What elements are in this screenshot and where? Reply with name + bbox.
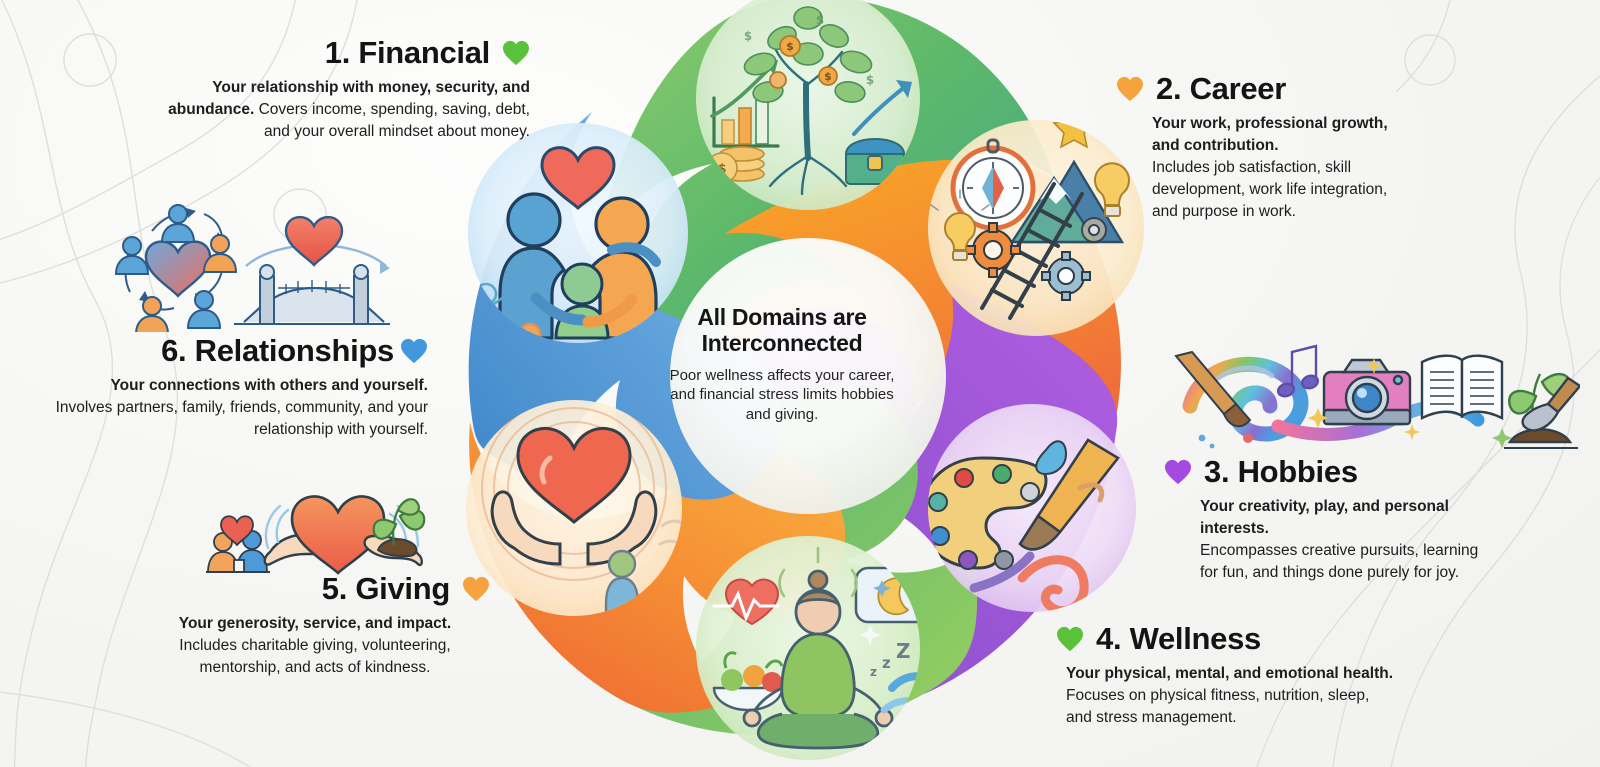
domain-heading-giving: 5. Giving [140, 571, 490, 606]
paintbrush-camera-book-trowel-illustration [1174, 344, 1580, 449]
domain-block-wellness: 4. Wellness Your physical, mental, and e… [1056, 621, 1396, 729]
domain-desc-giving: Your generosity, service, and impact. Inc… [140, 613, 490, 679]
bubble-wellness: Z z z [696, 536, 920, 760]
blue-heart-icon [401, 338, 427, 364]
orange-heart-icon [463, 576, 489, 602]
domain-title-financial: 1. Financial [324, 35, 491, 70]
svg-text:$: $ [816, 13, 824, 27]
svg-text:Z: Z [896, 639, 911, 663]
money-tree-icon: $ $ $ $ $ $ [706, 6, 912, 196]
center-title: All Domains are Interconnected [697, 304, 867, 356]
domain-block-hobbies: 3. Hobbies Your creativity, play, and pe… [1164, 454, 1494, 584]
bubble-financial: $ $ $ $ $ $ [696, 0, 920, 210]
domain-lead-financial: Your relationship with money, security, … [168, 79, 530, 119]
people-network-bridge-illustration [114, 204, 390, 332]
domain-desc-financial: Your relationship with money, security, … [150, 77, 530, 143]
bubble-hobbies [928, 404, 1136, 612]
domain-rest-giving: Includes charitable giving, volunteering… [179, 637, 451, 677]
orange-heart-icon [1117, 76, 1143, 102]
domain-desc-hobbies: Your creativity, play, and personal inte… [1200, 496, 1500, 584]
compass-ladder-mountain-icon [930, 120, 1130, 320]
domain-lead-wellness: Your physical, mental, and emotional hea… [1066, 665, 1393, 683]
bubble-giving [466, 400, 682, 616]
domain-block-career: 2. Career Your work, professional growth… [1116, 71, 1416, 223]
domain-heading-financial: 1. Financial [150, 35, 530, 70]
domain-lead-relationships: Your connections with others and yoursel… [110, 377, 428, 395]
domain-rest-career: Includes job satisfaction, skill develop… [1152, 159, 1388, 221]
domain-heading-hobbies: 3. Hobbies [1164, 454, 1494, 489]
svg-text:$: $ [717, 162, 726, 177]
family-embrace-heart-icon [470, 146, 661, 343]
bubble-career [928, 120, 1144, 336]
domain-heading-career: 2. Career [1116, 71, 1416, 106]
center-subtitle: Poor wellness affects your career, and f… [669, 366, 895, 424]
domain-title-hobbies: 3. Hobbies [1204, 454, 1358, 489]
hands-heart-sprout-illustration [206, 495, 426, 575]
green-heart-icon [1057, 626, 1083, 652]
domain-desc-career: Your work, professional growth, and cont… [1152, 113, 1414, 223]
domain-lead-giving: Your generosity, service, and impact. [178, 615, 452, 633]
domain-lead-hobbies: Your creativity, play, and personal inte… [1200, 498, 1449, 538]
bubble-relationships [468, 123, 688, 343]
center-caption: All Domains are Interconnected Poor well… [668, 304, 896, 425]
domain-desc-relationships: Your connections with others and yoursel… [48, 375, 428, 441]
svg-text:z: z [870, 665, 877, 679]
domain-block-giving: 5. Giving Your generosity, service, and … [140, 571, 490, 679]
svg-text:$: $ [824, 70, 832, 83]
domain-rest-relationships: Involves partners, family, friends, comm… [55, 399, 428, 439]
green-heart-icon [503, 40, 529, 66]
paint-palette-brush-icon [928, 438, 1120, 612]
wheel-core [670, 238, 946, 514]
svg-text:$: $ [744, 29, 752, 43]
interconnected-domains-wheel: $ $ $ $ $ $ [466, 0, 1144, 760]
domain-title-wellness: 4. Wellness [1096, 621, 1261, 656]
domain-rest-financial: Covers income, spending, saving, debt, a… [254, 101, 530, 141]
domain-block-relationships: 6. Relationships Your connections with o… [48, 333, 428, 441]
domain-title-relationships: 6. Relationships [161, 333, 394, 368]
purple-heart-icon [1165, 459, 1191, 485]
meditating-person-icon: Z z z [712, 546, 920, 750]
domain-desc-wellness: Your physical, mental, and emotional hea… [1066, 663, 1396, 729]
svg-text:$: $ [866, 73, 874, 87]
domain-title-giving: 5. Giving [321, 571, 451, 606]
domain-title-career: 2. Career [1156, 71, 1287, 106]
domain-heading-wellness: 4. Wellness [1056, 621, 1396, 656]
domain-rest-hobbies: Encompasses creative pursuits, learning … [1200, 542, 1479, 582]
domain-lead-career: Your work, professional growth, and cont… [1152, 115, 1388, 155]
domain-block-financial: 1. Financial Your relationship with mone… [150, 35, 530, 143]
svg-text:$: $ [786, 40, 794, 53]
domain-heading-relationships: 6. Relationships [48, 333, 428, 368]
domain-rest-wellness: Focuses on physical fitness, nutrition, … [1066, 687, 1370, 727]
svg-text:z: z [882, 654, 891, 672]
